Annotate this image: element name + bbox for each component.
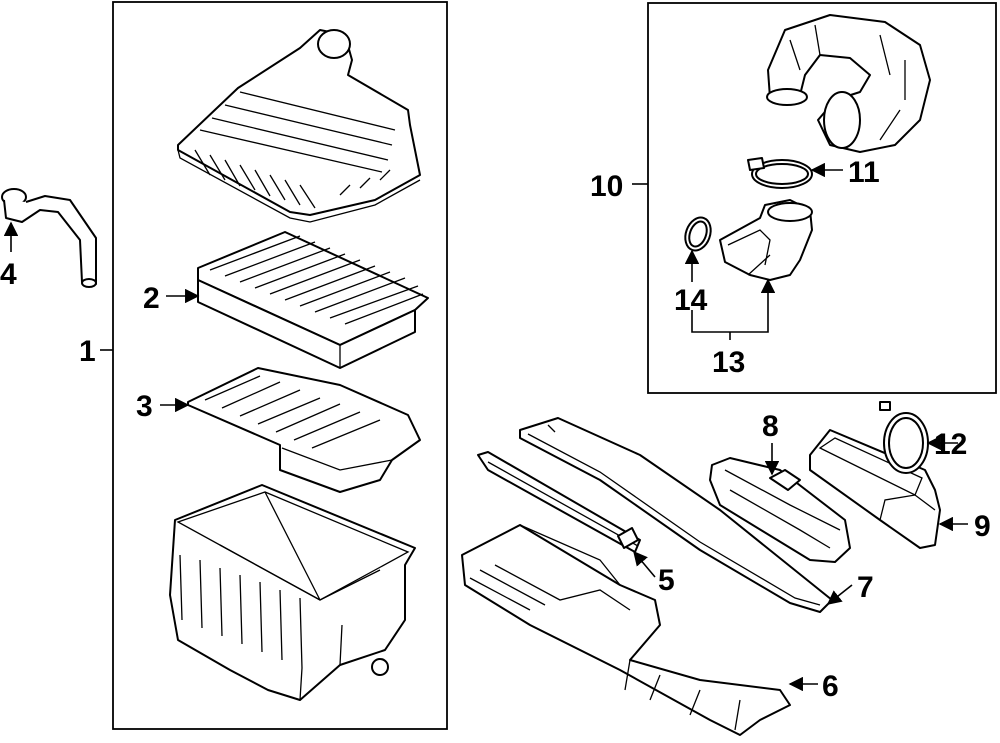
inlet-duct-part: [461, 524, 791, 736]
filter-element-part: [197, 231, 429, 369]
duct-cover-part: [519, 417, 833, 613]
callout-11: 11: [848, 156, 880, 189]
elbow-hose-part: [719, 199, 813, 281]
callout-7: 7: [857, 571, 874, 604]
upper-cover-part: [177, 29, 421, 223]
callout-5: 5: [658, 564, 675, 597]
callout-10: 10: [590, 170, 623, 203]
callout-14: 14: [674, 284, 708, 317]
assembly-group-box: [112, 1, 448, 730]
duct-group-box: [647, 2, 997, 394]
callout-2: 2: [143, 282, 160, 315]
breather-hose-part: [1, 188, 97, 288]
leader-lines: [3, 162, 968, 692]
callout-8: 8: [762, 410, 779, 443]
callout-4: 4: [0, 258, 17, 291]
callout-13: 13: [712, 346, 745, 379]
filter-tray-part: [187, 367, 421, 493]
outlet-duct-part: [766, 14, 931, 153]
callout-12: 12: [934, 428, 967, 461]
callout-1: 1: [79, 335, 96, 368]
resonator-part: [709, 457, 851, 563]
duct-seal-part: [477, 451, 641, 553]
o-ring-part: [684, 216, 712, 252]
lower-housing-part: [169, 484, 416, 701]
callout-9: 9: [974, 510, 991, 543]
callout-6: 6: [822, 670, 839, 703]
callout-3: 3: [136, 390, 153, 423]
intake-duct-part: [809, 429, 941, 549]
hose-clamp-part: [747, 157, 813, 189]
